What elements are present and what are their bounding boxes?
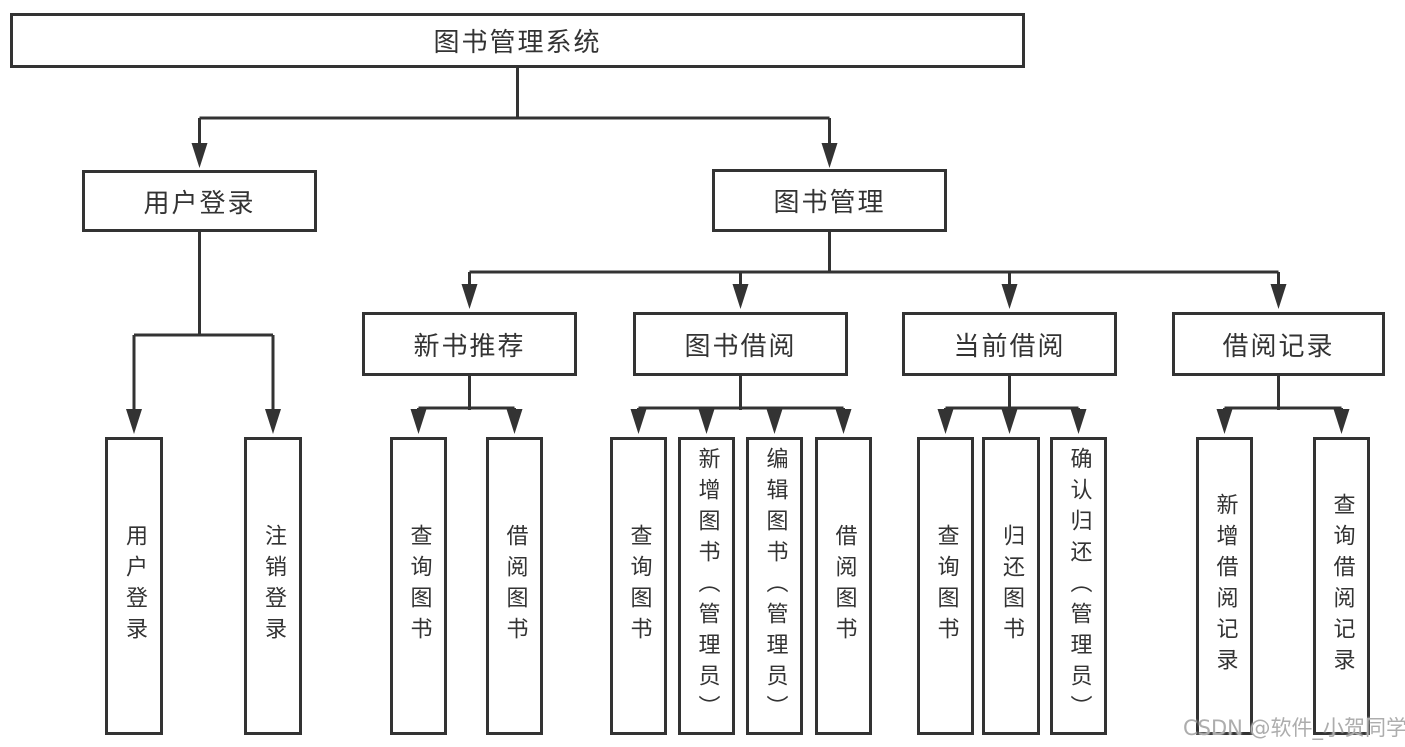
node-book-borrowing-label: 图书借阅 [684,331,797,362]
leaf-nbr-query-books: 查询图书 [390,437,447,735]
leaf-cb-return-books-label: 归还图书 [999,524,1024,648]
leaf-br-query-borrow-record: 查询借阅记录 [1313,437,1370,735]
node-book-borrowing: 图书借阅 [633,312,848,376]
node-library-system-label: 图书管理系统 [433,28,602,58]
leaf-nbr-query-books-label: 查询图书 [406,524,432,648]
node-current-borrowing-label: 当前借阅 [953,331,1066,362]
leaf-bb-borrow-books: 借阅图书 [815,437,872,735]
leaf-bb-borrow-books-label: 借阅图书 [831,524,857,648]
node-user-login-label: 用户登录 [143,188,256,219]
leaf-cb-return-books: 归还图书 [982,437,1040,735]
leaf-user-login-label: 用户登录 [122,524,147,648]
leaf-bb-add-books-admin: 新增图书（管理员） [678,437,735,735]
leaf-logout-login-label: 注销登录 [261,524,286,648]
node-current-borrowing: 当前借阅 [902,312,1117,376]
leaf-cb-query-books: 查询图书 [917,437,974,735]
node-borrowing-records-label: 借阅记录 [1222,331,1335,362]
leaf-cb-query-books-label: 查询图书 [933,524,959,648]
leaf-cb-confirm-return-admin: 确认归还（管理员） [1050,437,1107,735]
arrowhead-icons [126,143,1350,434]
leaf-br-add-borrow-record: 新增借阅记录 [1196,437,1253,735]
leaf-nbr-borrow-books-label: 借阅图书 [502,524,528,648]
leaf-bb-edit-books-admin: 编辑图书（管理员） [746,437,803,735]
node-new-book-recommendation-label: 新书推荐 [413,331,526,362]
node-new-book-recommendation: 新书推荐 [362,312,577,376]
leaf-cb-confirm-return-admin-label: 确认归还（管理员） [1066,446,1092,726]
node-borrowing-records: 借阅记录 [1172,312,1385,376]
leaf-br-query-borrow-record-label: 查询借阅记录 [1329,493,1355,679]
node-library-system: 图书管理系统 [10,13,1025,68]
node-book-management-label: 图书管理 [773,188,886,218]
node-book-management: 图书管理 [712,169,947,232]
leaf-nbr-borrow-books: 借阅图书 [486,437,543,735]
leaf-bb-edit-books-admin-label: 编辑图书（管理员） [762,446,788,726]
leaf-user-login: 用户登录 [105,437,163,735]
leaf-logout-login: 注销登录 [244,437,302,735]
leaf-bb-query-books: 查询图书 [610,437,667,735]
leaf-bb-query-books-label: 查询图书 [626,524,652,648]
leaf-bb-add-books-admin-label: 新增图书（管理员） [694,446,720,726]
node-user-login: 用户登录 [82,170,317,232]
leaf-br-add-borrow-record-label: 新增借阅记录 [1212,493,1238,679]
watermark-csdn: CSDN @软件_小贺同学 [1183,716,1405,740]
